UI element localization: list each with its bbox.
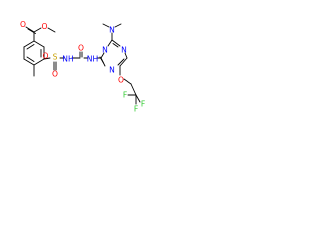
methyl-ester-group: O O xyxy=(20,20,56,42)
atom-label-fluorine: F xyxy=(134,105,138,114)
triazine-ring: N N N xyxy=(99,39,128,75)
bond xyxy=(124,52,128,59)
bond xyxy=(23,58,35,66)
sulfonyl-group: O S O xyxy=(43,52,65,79)
inner-bond xyxy=(26,56,35,62)
bond xyxy=(23,40,35,48)
trifluoroethoxy-group: O F F F xyxy=(118,65,145,114)
atom-label-oxygen: O xyxy=(52,70,58,79)
dimethylamino-group: N xyxy=(102,23,122,41)
urea-linker: NH O NH xyxy=(62,44,102,64)
chemical-structure-diagram: O O O S O NH O NH N N N xyxy=(20,20,145,114)
atom-label-nh: NH xyxy=(62,55,73,64)
bond xyxy=(119,57,128,67)
bond xyxy=(102,23,110,28)
atom-label-nitrogen: N xyxy=(109,66,115,75)
bond xyxy=(27,28,36,34)
bond xyxy=(47,27,56,33)
atom-label-oxygen: O xyxy=(20,20,26,29)
bond xyxy=(33,27,42,33)
bond xyxy=(25,26,35,33)
atom-label-oxygen: O xyxy=(43,52,49,61)
benzene-ring xyxy=(23,40,45,66)
atom-label-oxygen: O xyxy=(42,22,48,31)
atom-label-fluorine: F xyxy=(141,100,145,109)
bond xyxy=(107,39,113,47)
bond xyxy=(114,23,122,28)
bond xyxy=(43,57,51,60)
atom-label-nitrogen: N xyxy=(109,26,115,35)
atom-label-nitrogen: N xyxy=(121,46,127,55)
atom-label-nh: NH xyxy=(87,55,98,64)
bond xyxy=(111,39,121,47)
bond xyxy=(33,40,45,48)
bond xyxy=(117,58,125,66)
atom-label-nitrogen: N xyxy=(102,46,108,55)
atom-label-oxygen: O xyxy=(78,44,84,53)
bond xyxy=(135,94,141,103)
inner-bond xyxy=(26,44,35,50)
bond xyxy=(130,83,137,96)
atom-label-sulfur: S xyxy=(53,53,58,62)
atom-label-oxygen: O xyxy=(118,76,124,85)
bond xyxy=(99,56,104,64)
atom-label-fluorine: F xyxy=(123,91,127,100)
bond xyxy=(100,52,105,59)
bond xyxy=(112,43,119,48)
bond xyxy=(123,78,132,85)
bond xyxy=(33,58,45,66)
